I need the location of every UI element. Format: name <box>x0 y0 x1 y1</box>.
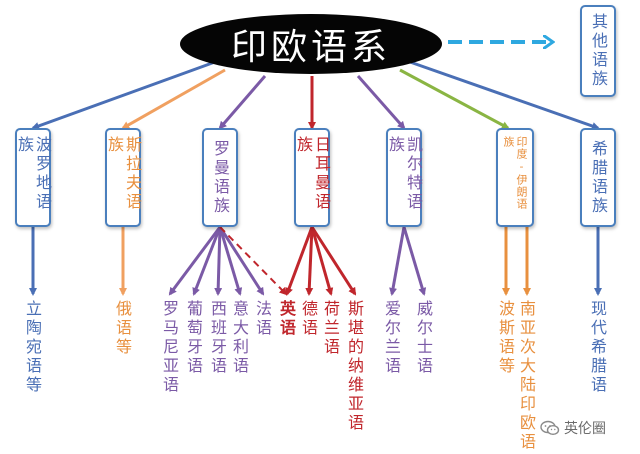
watermark: 英伦圈 <box>540 418 606 438</box>
edge-germanic-english <box>285 226 314 296</box>
family-slavic-label: 斯拉夫语族 <box>105 136 142 212</box>
family-hellenic: 希腊语族 <box>580 128 616 227</box>
family-germanic: 日耳曼语族 <box>294 128 331 227</box>
language-irish: 爱尔兰语 <box>382 300 401 376</box>
root-node: 印欧语系 <box>180 14 442 74</box>
edge-root-romance <box>218 75 267 130</box>
language-dutch: 荷兰语 <box>321 300 340 357</box>
edge-germanic-german <box>305 226 314 296</box>
wechat-icon <box>540 420 560 436</box>
edge-root-indo-iranian <box>399 68 510 130</box>
other-families-box: 其他语族 <box>580 5 616 97</box>
edge-germanic-scandinavian <box>310 226 357 296</box>
edge-root-celtic <box>356 75 406 130</box>
language-lithuanian: 立陶宛语等 <box>23 300 42 395</box>
family-celtic: 凯尔特语族 <box>386 128 423 227</box>
family-celtic-label: 凯尔特语族 <box>386 136 423 212</box>
edge-romance-portuguese <box>192 226 222 296</box>
language-greek: 现代希腊语 <box>588 300 607 395</box>
edge-romance-spanish <box>214 226 223 296</box>
edge-germanic-dutch <box>310 226 334 296</box>
language-russian: 俄语等 <box>113 300 132 357</box>
family-indo-iranian: 印度-伊朗语族 <box>496 128 534 227</box>
language-romanian: 罗马尼亚语 <box>160 300 179 395</box>
edge-celtic-irish <box>389 226 406 296</box>
language-german: 德语 <box>299 300 318 338</box>
family-romance: 罗曼语族 <box>202 128 238 227</box>
edge-root-baltic <box>31 60 216 130</box>
language-portuguese: 葡萄牙语 <box>184 300 203 376</box>
family-romance-label: 罗曼语族 <box>211 139 230 216</box>
language-french: 法语 <box>253 300 272 338</box>
edge-romance-english <box>219 226 288 296</box>
edge-root-slavic <box>121 68 226 130</box>
language-welsh: 威尔士语 <box>414 300 433 376</box>
language-italian: 意大利语 <box>230 300 249 376</box>
edge-root-hellenic <box>409 60 600 130</box>
family-germanic-label: 日耳曼语族 <box>294 136 331 212</box>
family-hellenic-label: 希腊语族 <box>589 139 608 216</box>
language-indic: 南亚次大陆印欧语 <box>517 300 536 452</box>
language-scandinavian: 斯堪的纳维亚语 <box>345 300 364 433</box>
watermark-text: 英伦圈 <box>564 421 606 437</box>
family-baltic-label: 波罗地语族 <box>15 136 52 212</box>
language-spanish: 西班牙语 <box>208 300 227 376</box>
edge-romance-italian <box>218 226 243 296</box>
edge-celtic-welsh <box>402 226 427 296</box>
root-label: 印欧语系 <box>230 27 391 68</box>
language-english: 英语 <box>277 300 296 338</box>
family-slavic: 斯拉夫语族 <box>105 128 142 227</box>
edge-romance-french <box>218 226 265 296</box>
family-indo-iranian-label: 印度-伊朗语族 <box>502 136 528 210</box>
family-baltic: 波罗地语族 <box>15 128 52 227</box>
other-families-label: 其他语族 <box>589 13 608 89</box>
language-persian: 波斯语等 <box>496 300 515 376</box>
edge-romance-romanian <box>168 226 222 296</box>
